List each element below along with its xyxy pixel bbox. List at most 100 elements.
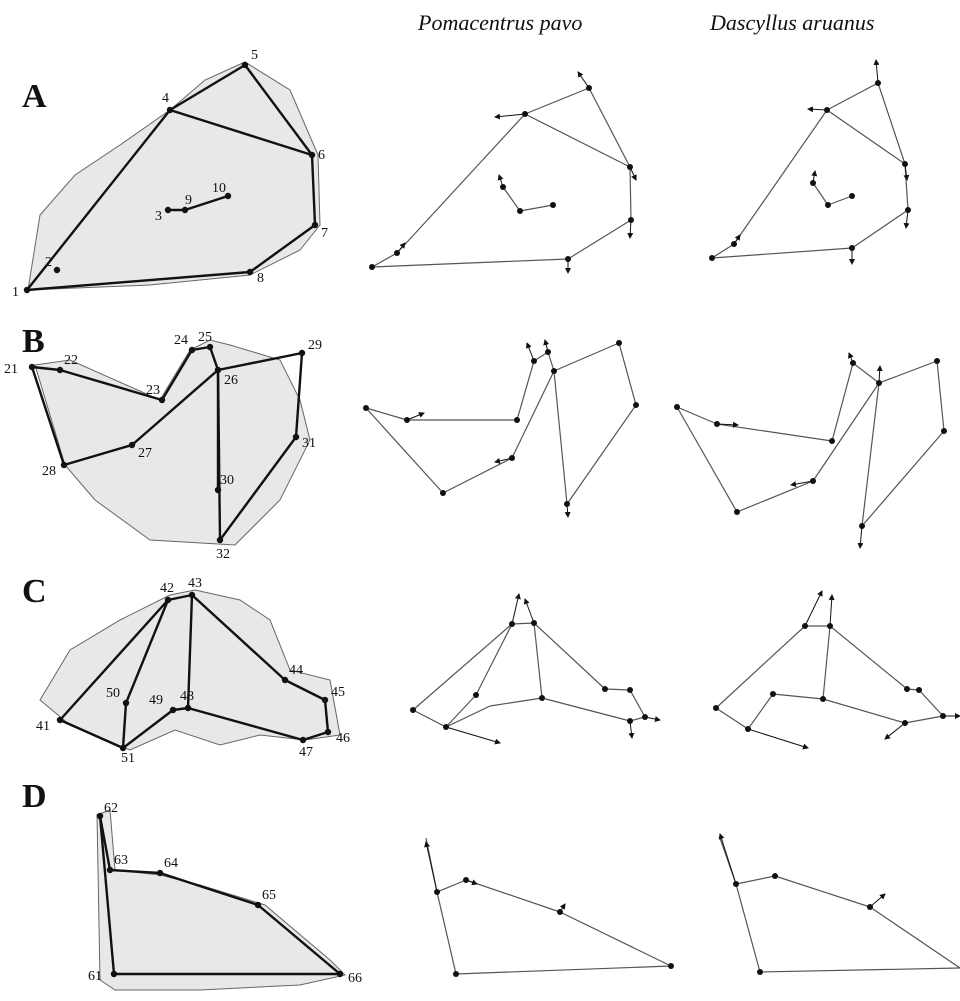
deform-b-pp-point-2: [514, 417, 520, 423]
landmark-4-label: 4: [162, 91, 169, 106]
deform-b-pp-point-5: [551, 368, 557, 374]
deform-c-pp-edge-11: [476, 624, 512, 695]
landmark-9-label: 9: [185, 193, 192, 208]
deform-c-pp-edge-1: [512, 623, 534, 624]
landmark-21-label: 21: [4, 362, 18, 377]
landmark-50-label: 50: [106, 686, 120, 701]
landmark-31-label: 31: [302, 436, 316, 451]
deform-c-da-edge-8: [773, 694, 823, 699]
deformation-vectors: [397, 60, 960, 912]
deform-c-pp-edge-3: [605, 689, 630, 690]
deform-b-da-point-7: [934, 358, 940, 364]
deform-d-da-vector-0: [720, 834, 736, 884]
deformation-points: [363, 80, 947, 977]
landmark-29-point: [299, 350, 305, 356]
landmark-49-point: [170, 707, 176, 713]
deform-b-da-vector-4: [791, 481, 813, 485]
deform-c-da-point-0: [713, 705, 719, 711]
landmark-43-point: [189, 592, 195, 598]
deform-c-da-edge-6: [823, 699, 905, 723]
deform-b-pp-point-0: [363, 405, 369, 411]
deform-c-pp-vector-4: [446, 727, 500, 743]
landmark-61-label: 61: [88, 969, 102, 984]
landmark-22-point: [57, 367, 63, 373]
deformation-grids: [366, 83, 960, 974]
deform-d-pp-edge-2: [466, 880, 560, 912]
landmark-47-label: 47: [299, 745, 313, 760]
deform-a-pp-edge-3: [589, 88, 630, 167]
deform-d-da-edge-1: [736, 876, 775, 884]
landmark-1-label: 1: [12, 285, 19, 300]
deform-c-da-edge-2: [830, 626, 907, 689]
deform-a-da-vector-5: [734, 235, 740, 244]
deform-c-da-vector-1: [830, 595, 832, 626]
deform-b-da-vector-3: [860, 526, 862, 548]
deform-c-da-point-3: [904, 686, 910, 692]
landmark-45-label: 45: [331, 685, 345, 700]
landmark-44-point: [282, 677, 288, 683]
deform-a-da-edge-6: [852, 210, 908, 248]
deform-a-da-point-9: [849, 193, 855, 199]
deform-b-pp-edge-11: [554, 371, 567, 504]
deform-a-da-edge-1: [734, 110, 827, 244]
deform-a-da-edge-8: [813, 183, 828, 205]
landmark-48-point: [185, 705, 191, 711]
landmark-66-point: [337, 971, 343, 977]
deform-a-pp-vector-2: [630, 167, 636, 180]
landmark-5-point: [242, 62, 248, 68]
deform-a-da-edge-0: [712, 244, 734, 258]
deform-b-da-point-2: [829, 438, 835, 444]
deform-b-pp-vector-1: [527, 343, 534, 361]
deform-c-pp-edge-9: [446, 706, 490, 727]
deform-c-da-point-8: [770, 691, 776, 697]
landmark-21-point: [29, 364, 35, 370]
deform-c-da-point-7: [820, 696, 826, 702]
deform-c-da-point-4: [916, 687, 922, 693]
deform-b-pp-vector-4: [495, 458, 512, 462]
landmark-2-point: [54, 267, 60, 273]
landmark-29-label: 29: [308, 338, 322, 353]
landmark-46-point: [325, 729, 331, 735]
landmark-7-label: 7: [321, 226, 328, 241]
deform-c-da-edge-4: [919, 690, 943, 716]
deform-d-da-edge-3: [870, 907, 960, 968]
deform-a-pp-edge-8: [503, 187, 520, 211]
deform-d-pp-edge-4: [456, 966, 671, 974]
landmark-30-label: 30: [220, 473, 234, 488]
landmark-42-point: [165, 597, 171, 603]
deform-b-da-edge-5: [737, 481, 813, 512]
landmark-46-label: 46: [336, 731, 350, 746]
landmark-28-label: 28: [42, 464, 56, 479]
deform-d-pp-edge-3: [560, 912, 671, 966]
landmark-5-label: 5: [251, 48, 258, 63]
deform-a-da-edge-9: [828, 196, 852, 205]
deform-a-da-point-8: [825, 202, 831, 208]
landmark-6-label: 6: [318, 148, 325, 163]
deform-b-pp-point-8: [616, 340, 622, 346]
deform-a-pp-vector-1: [578, 72, 589, 88]
landmark-47-point: [300, 737, 306, 743]
deform-b-pp-point-9: [633, 402, 639, 408]
deform-c-da-vector-3: [885, 723, 905, 739]
landmark-27-label: 27: [138, 446, 152, 461]
landmark-65-label: 65: [262, 888, 276, 903]
landmark-63-label: 63: [114, 853, 128, 868]
landmark-61-point: [111, 971, 117, 977]
deform-b-da-edge-8: [937, 361, 944, 431]
landmark-8-label: 8: [257, 271, 264, 286]
deform-b-pp-edge-9: [619, 343, 636, 405]
suspensorium-illustration: [35, 340, 310, 545]
deform-c-pp-edge-12: [446, 695, 476, 727]
landmark-64-point: [157, 870, 163, 876]
landmark-3-point: [165, 207, 171, 213]
deform-d-da-vector-1: [870, 894, 885, 907]
deform-d-da-point-3: [757, 969, 763, 975]
deform-a-pp-edge-0: [372, 253, 397, 267]
deform-b-pp-edge-2: [517, 361, 534, 420]
landmark-42-label: 42: [160, 581, 174, 596]
deform-c-da-vector-4: [748, 729, 808, 748]
landmark-22-label: 22: [64, 353, 78, 368]
deform-a-pp-edge-9: [520, 205, 553, 211]
deform-b-da-edge-9: [862, 431, 944, 526]
